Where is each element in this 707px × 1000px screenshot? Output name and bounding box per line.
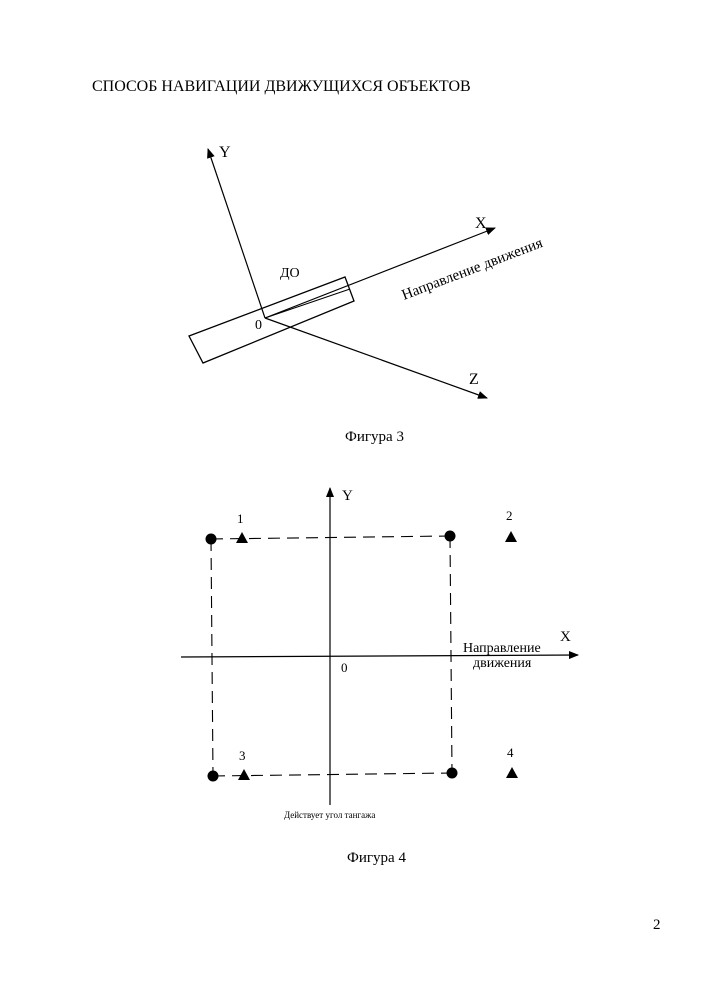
figure4-bottom-note: Действует угол тангажа [284, 810, 375, 820]
dashed-edge-left [211, 539, 213, 776]
figure-4-caption: Фигура 4 [347, 850, 406, 867]
figure-3-caption: Фигура 3 [345, 429, 404, 446]
marker-label-4: 4 [507, 745, 514, 760]
dashed-edge-bottom [213, 773, 452, 776]
figure-3-diagram: Y X Z 0 ДО Направление движения [0, 0, 707, 440]
marker-label-1: 1 [237, 511, 244, 526]
figure4-direction-label-line2: движения [473, 656, 532, 671]
triangle-marker-4 [506, 767, 518, 778]
figure3-axis-y-label: Y [219, 144, 231, 161]
figure3-origin-label: 0 [255, 318, 262, 333]
figure3-axis-z [265, 318, 487, 398]
figure4-axis-y-label: Y [342, 488, 353, 504]
marker-label-2: 2 [506, 508, 513, 523]
corner-point [447, 768, 458, 779]
corner-point [206, 534, 217, 545]
corner-point [208, 771, 219, 782]
figure3-object-label: ДО [280, 266, 300, 281]
figure3-axis-x-label: X [475, 215, 487, 232]
corner-point [445, 531, 456, 542]
figure3-direction-label: Направление движения [400, 235, 545, 304]
triangle-marker-1 [236, 532, 248, 543]
figure4-axis-x-label: X [560, 629, 571, 645]
triangle-marker-3 [238, 769, 250, 780]
figure3-axis-z-label: Z [469, 371, 479, 388]
triangle-marker-2 [505, 531, 517, 542]
page-number: 2 [653, 917, 661, 934]
figure4-origin-label: 0 [341, 660, 348, 675]
figure3-axis-y [208, 149, 265, 318]
marker-label-3: 3 [239, 748, 246, 763]
dashed-edge-right [450, 536, 452, 773]
figure-4-diagram: 1 2 3 4 Y X 0 Направление движения Дейст… [0, 480, 707, 880]
figure4-direction-label-line1: Направление [463, 641, 541, 656]
